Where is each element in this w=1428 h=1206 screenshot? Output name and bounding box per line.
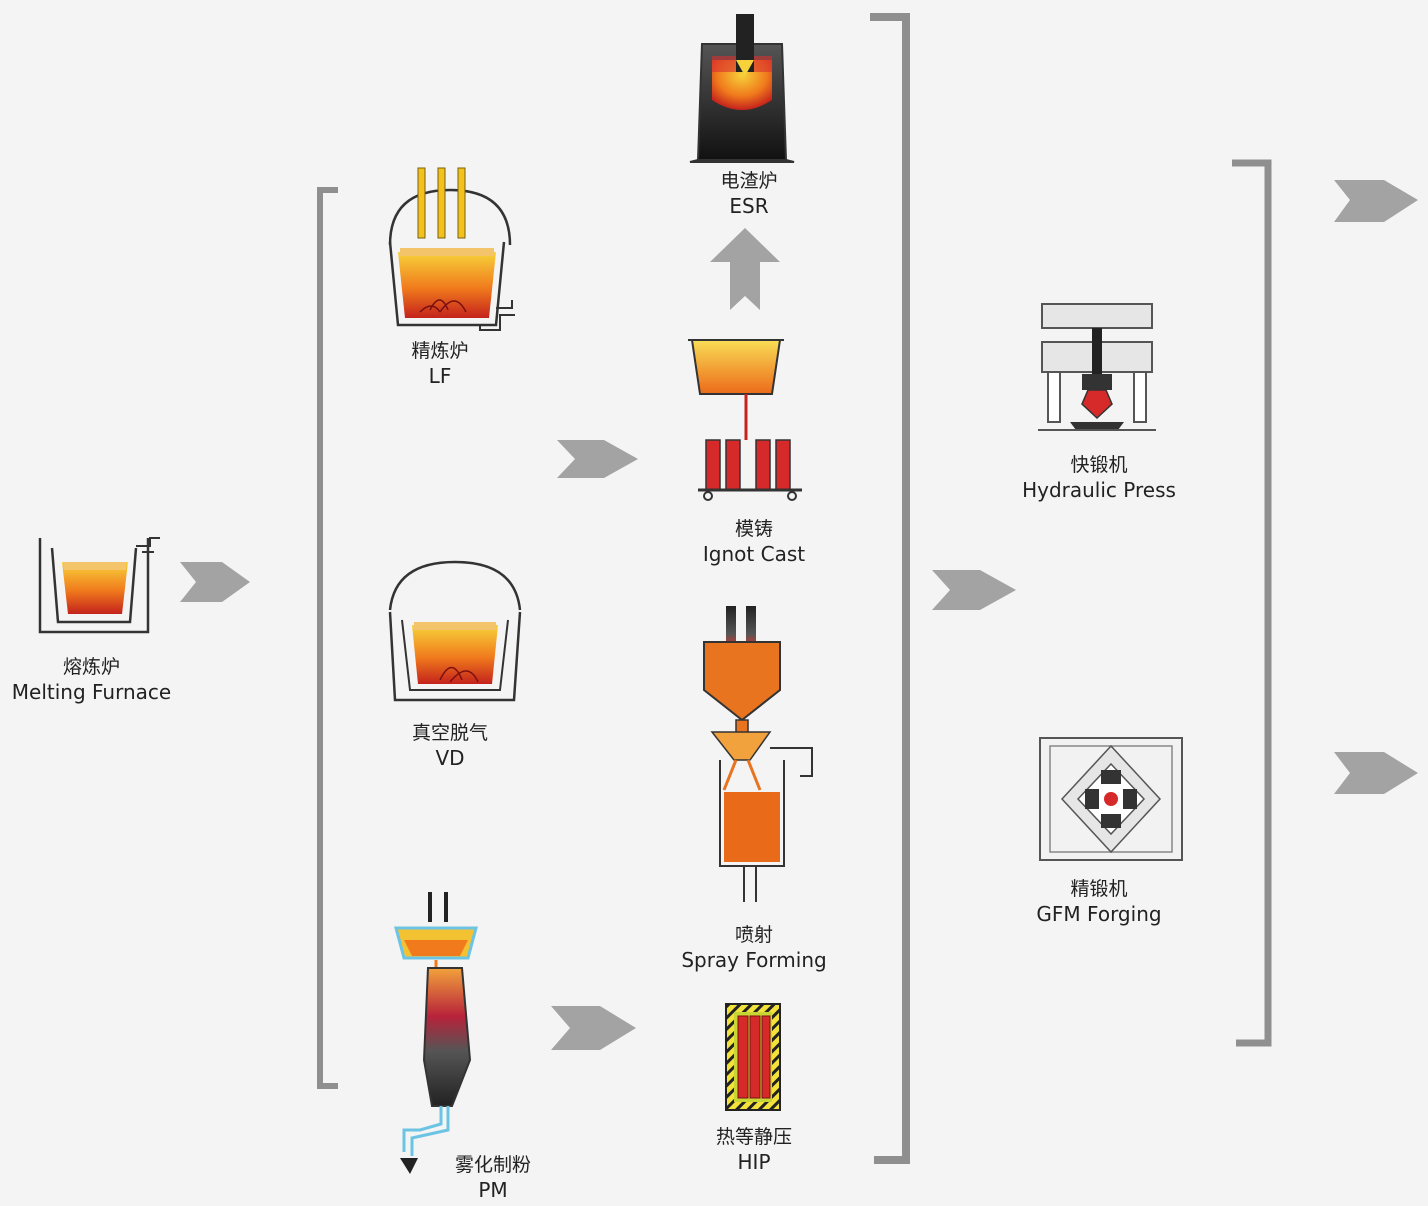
label-lf: 精炼炉 LF — [380, 340, 500, 389]
melting-furnace-icon — [38, 537, 160, 634]
lf-ladle-furnace-icon — [388, 167, 515, 331]
label-en: LF — [428, 363, 452, 388]
label-en: HIP — [737, 1149, 771, 1174]
label-zh: 精锻机 — [1070, 878, 1128, 900]
bracket-forging — [1232, 159, 1272, 1047]
hydraulic-press-icon — [1038, 303, 1156, 431]
arrow-output-bottom — [1334, 752, 1418, 794]
label-zh: 喷射 — [734, 924, 773, 946]
esr-electroslag-icon — [689, 14, 795, 163]
label-gfm-forging: 精锻机 GFM Forging — [1014, 878, 1184, 927]
label-vd: 真空脱气 VD — [385, 722, 515, 771]
label-zh: 热等静压 — [715, 1126, 792, 1148]
label-en: GFM Forging — [1036, 901, 1162, 926]
label-zh: 电渣炉 — [720, 170, 778, 192]
hip-press-icon — [725, 1003, 781, 1111]
label-zh: 真空脱气 — [411, 722, 488, 744]
label-zh: 模铸 — [734, 518, 773, 540]
arrow-refining-to-ingot — [557, 440, 638, 478]
label-zh: 熔炼炉 — [62, 656, 120, 678]
spray-forming-icon — [703, 606, 813, 902]
label-spray-forming: 喷射 Spray Forming — [674, 924, 834, 973]
label-en: PM — [478, 1177, 508, 1202]
vd-vacuum-degassing-icon — [388, 560, 522, 702]
label-hip: 热等静压 HIP — [694, 1126, 814, 1175]
arrow-ingot-to-esr — [710, 228, 780, 310]
label-zh: 精炼炉 — [411, 340, 469, 362]
label-en: VD — [435, 745, 465, 770]
label-ingot-cast: 模铸 Ignot Cast — [684, 518, 824, 567]
label-pm: 雾化制粉 PM — [430, 1154, 556, 1203]
bracket-refining — [317, 187, 338, 1089]
arrow-melting-to-refining — [180, 562, 250, 602]
label-melting-furnace: 熔炼炉 Melting Furnace — [0, 656, 183, 705]
ingot-cast-icon — [688, 339, 802, 501]
label-en: ESR — [729, 193, 769, 218]
label-zh: 雾化制粉 — [454, 1154, 531, 1176]
pm-atomization-icon — [394, 892, 478, 1174]
label-en: Melting Furnace — [11, 679, 172, 704]
label-hydraulic-press: 快锻机 Hydraulic Press — [1014, 454, 1184, 503]
arrow-casting-to-forging — [932, 570, 1016, 610]
bracket-casting — [870, 13, 910, 1164]
gfm-forging-icon — [1039, 737, 1183, 861]
arrow-output-top — [1334, 180, 1418, 222]
label-zh: 快锻机 — [1070, 454, 1128, 476]
label-esr: 电渣炉 ESR — [690, 170, 808, 219]
arrow-pm-to-hip — [551, 1006, 636, 1050]
label-en: Ignot Cast — [702, 541, 806, 566]
label-en: Hydraulic Press — [1022, 477, 1176, 502]
label-en: Spray Forming — [681, 947, 827, 972]
